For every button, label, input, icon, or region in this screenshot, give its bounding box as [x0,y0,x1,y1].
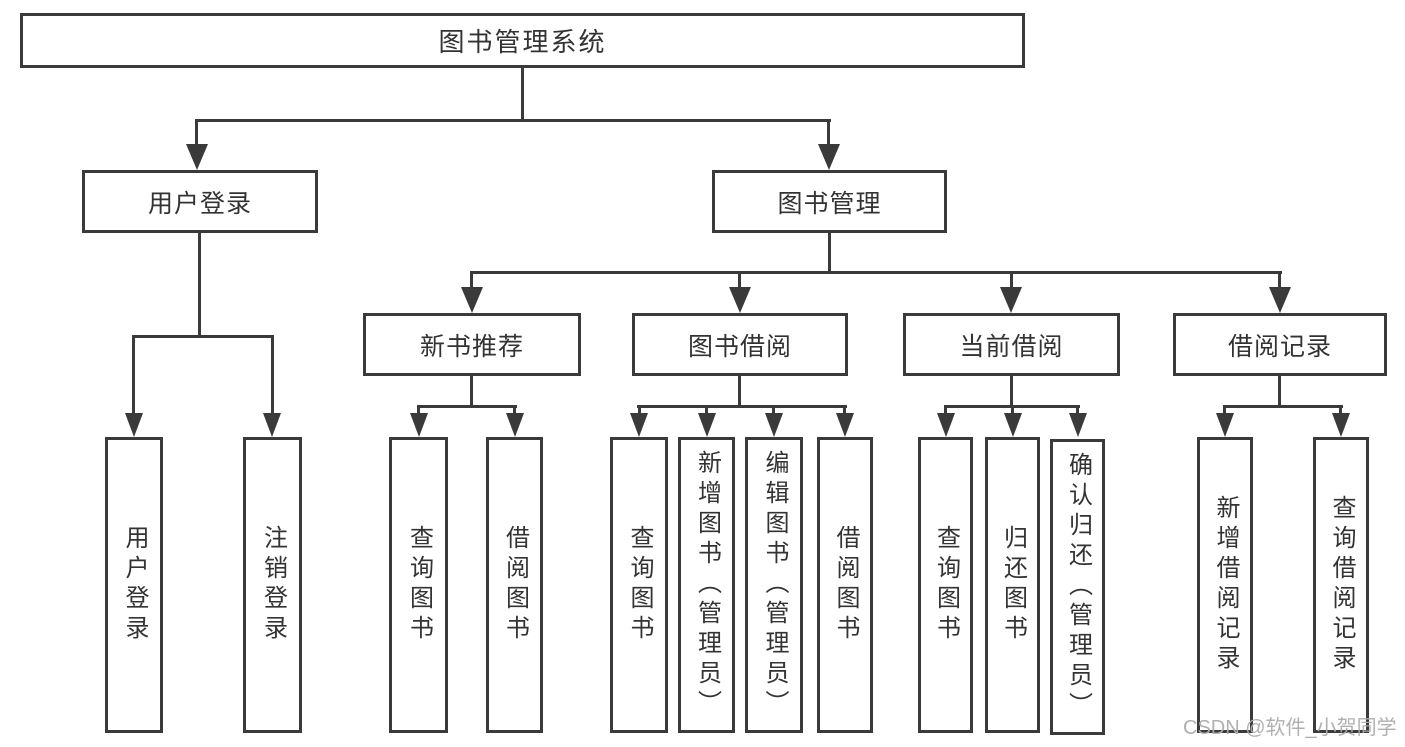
node-book-management: 图书管理 [712,170,947,233]
node-user-login-label: 用户登录 [147,189,252,218]
leaf-current-query-books: 查询图书 [918,437,973,733]
node-user-login: 用户登录 [82,170,318,233]
leaf-confirm-return-admin-label: 确认归还（管理员） [1064,452,1092,722]
connector-vline [417,405,420,416]
connector-hline [470,271,1282,274]
connector-vline [772,405,775,416]
arrow-down-icon [1332,413,1350,437]
connector-hline [132,335,274,338]
connector-vline [944,405,947,416]
connector-vline [1339,405,1342,416]
connector-vline [638,405,641,416]
connector-vline [738,376,741,408]
arrow-down-icon [1000,287,1022,313]
leaf-user-login: 用户登录 [105,437,163,733]
arrow-down-icon [506,413,524,437]
node-root-label: 图书管理系统 [438,27,607,57]
leaf-add-borrow-record: 新增借阅记录 [1197,437,1253,733]
arrow-down-icon [630,413,648,437]
connector-vline [198,233,201,338]
watermark: CSDN @软件_小贺同学 [1183,717,1397,739]
node-book-management-label: 图书管理 [777,189,882,218]
leaf-recommend-query-books-label: 查询图书 [405,525,433,645]
connector-vline [1278,271,1281,291]
leaf-logout: 注销登录 [243,437,302,733]
connector-vline [705,405,708,416]
arrow-down-icon [1269,287,1291,313]
node-current-borrow: 当前借阅 [903,313,1120,376]
leaf-borrow-books: 借阅图书 [817,437,873,733]
leaf-borrow-books-label: 借阅图书 [832,525,859,645]
node-current-borrow-label: 当前借阅 [959,332,1064,361]
leaf-add-book-admin: 新增图书（管理员） [678,437,735,733]
arrow-down-icon [765,413,783,437]
leaf-current-query-books-label: 查询图书 [932,525,960,645]
arrow-down-icon [1004,413,1022,437]
connector-vline [470,376,473,408]
node-root: 图书管理系统 [20,13,1025,68]
arrow-down-icon [836,413,854,437]
node-borrow-records: 借阅记录 [1173,313,1387,376]
leaf-return-book: 归还图书 [985,437,1040,733]
connector-vline [195,119,198,149]
arrow-down-icon [698,413,716,437]
arrow-down-icon [186,144,208,170]
leaf-logout-label: 注销登录 [259,525,287,645]
connector-vline [1010,376,1013,408]
connector-vline [470,271,473,291]
leaf-add-borrow-record-label: 新增借阅记录 [1212,495,1239,675]
connector-hline [1223,405,1343,408]
connector-hline [637,405,847,408]
connector-vline [1223,405,1226,416]
connector-vline [843,405,846,416]
leaf-return-book-label: 归还图书 [999,525,1027,645]
connector-hline [195,119,831,122]
node-book-borrow-label: 图书借阅 [687,332,792,361]
connector-vline [1076,405,1079,416]
leaf-edit-book-admin-label: 编辑图书（管理员） [761,450,788,720]
connector-hline [417,405,517,408]
connector-vline [1278,376,1281,408]
arrow-down-icon [461,287,483,313]
connector-vline [521,68,524,122]
arrow-down-icon [410,413,428,437]
leaf-borrow-query-books: 查询图书 [610,437,668,733]
connector-vline [271,335,274,416]
connector-vline [827,119,830,149]
arrow-down-icon [1069,413,1087,437]
connector-vline [1011,405,1014,416]
connector-vline [828,233,831,274]
connector-vline [513,405,516,416]
node-borrow-records-label: 借阅记录 [1227,332,1332,361]
leaf-recommend-borrow-books: 借阅图书 [486,437,543,733]
connector-vline [1010,271,1013,291]
connector-vline [738,271,741,291]
node-new-book-recommend-label: 新书推荐 [419,332,524,361]
leaf-borrow-query-books-label: 查询图书 [626,525,653,645]
node-book-borrow: 图书借阅 [632,313,848,376]
leaf-edit-book-admin: 编辑图书（管理员） [745,437,803,733]
arrow-down-icon [125,413,143,437]
leaf-recommend-query-books: 查询图书 [389,437,448,733]
leaf-query-borrow-record: 查询借阅记录 [1313,437,1369,733]
arrow-down-icon [263,413,281,437]
node-new-book-recommend: 新书推荐 [363,313,581,376]
arrow-down-icon [1216,413,1234,437]
leaf-user-login-label: 用户登录 [121,525,148,645]
arrow-down-icon [729,287,751,313]
leaf-recommend-borrow-books-label: 借阅图书 [501,525,529,645]
arrow-down-icon [818,144,840,170]
leaf-add-book-admin-label: 新增图书（管理员） [693,450,721,720]
arrow-down-icon [937,413,955,437]
leaf-query-borrow-record-label: 查询借阅记录 [1328,495,1355,675]
leaf-confirm-return-admin: 确认归还（管理员） [1050,439,1105,735]
connector-vline [132,335,135,416]
